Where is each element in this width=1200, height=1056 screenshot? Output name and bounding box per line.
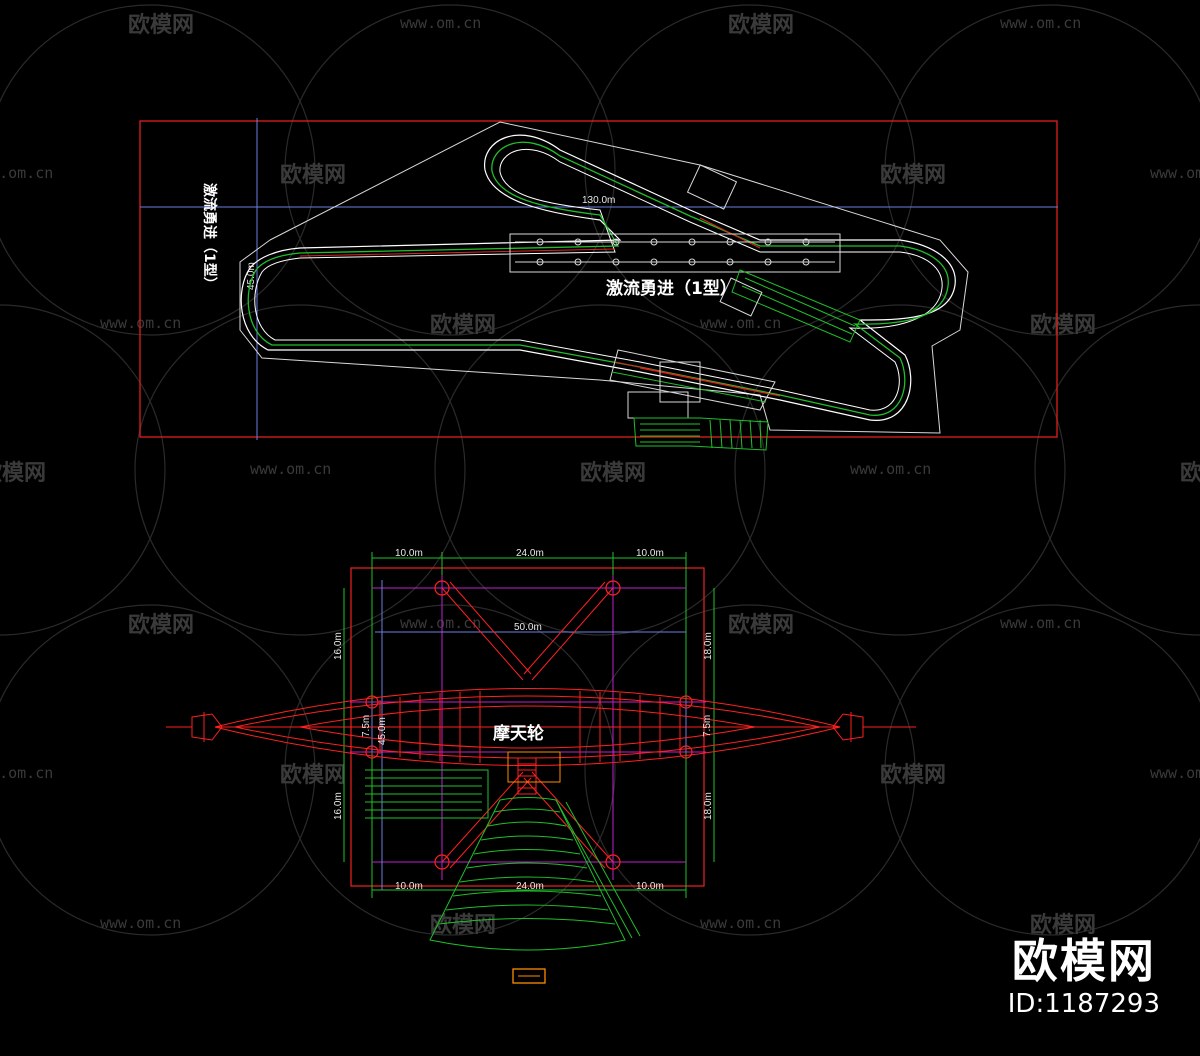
orange-legend-box (512, 968, 546, 984)
watermark-url: www.om.cn (700, 314, 781, 332)
watermark-url: www.om.cn (0, 164, 53, 182)
watermark-layer: 欧模网 欧模网 欧模网 欧模网 欧模网 欧模网 欧模网 欧模网 欧模网 欧模网 … (0, 4, 1200, 938)
watermark-brand: 欧模网 (430, 312, 496, 338)
watermark-url-texts: www.om.cn www.om.cn www.om.cn www.om.cn … (0, 14, 1200, 932)
hub-stair (517, 757, 537, 795)
dim-overall: 50.0m (514, 622, 542, 633)
boarding-platform (507, 751, 561, 783)
watermark-url: www.om.cn (250, 460, 331, 478)
watermark-url: www.om.cn (400, 14, 481, 32)
dim-left-upper: 16.0m (333, 632, 344, 660)
dim-right-inner: 7.5m (702, 715, 713, 737)
watermark-brand: 欧模网 (128, 12, 194, 38)
watermark-arcs (0, 4, 1200, 936)
channel-inner-edge (254, 148, 943, 411)
watermark-brand: 欧模网 (280, 762, 346, 788)
watermark-url: www.om.cn (100, 914, 181, 932)
dim-bottom-mid: 24.0m (516, 881, 544, 892)
watermark-url: www.om.cn (1150, 764, 1200, 782)
dim-right-upper: 18.0m (703, 632, 714, 660)
dim-left-lower: 16.0m (333, 792, 344, 820)
drop-section (609, 349, 776, 419)
ferris-wheel-plan: 10.0m 24.0m 10.0m 50.0m 10.0m 24.0m 10.0… (166, 548, 916, 984)
watermark-brand: 欧模网 (728, 612, 794, 638)
watermark-url: www.om.cn (0, 764, 53, 782)
lift-conveyor (731, 269, 861, 343)
axle-end-left (166, 712, 223, 742)
dim-top-left: 10.0m (395, 548, 423, 559)
track-centreline (247, 141, 949, 416)
dim-top-right: 10.0m (636, 548, 664, 559)
channel-outer-edge (240, 134, 956, 421)
watermark-brand: 欧模网 (1180, 460, 1200, 486)
ride-title-log-flume: 激流勇进（1型） (606, 278, 737, 299)
watermark-brand: 欧模网 (880, 762, 946, 788)
stairs-green (633, 417, 769, 451)
dim-bottom-right: 10.0m (636, 881, 664, 892)
ride-title-ferris-wheel: 摩天轮 (493, 723, 544, 744)
watermark-url: www.om.cn (1000, 614, 1081, 632)
station-platform (509, 233, 841, 273)
fan-steps (429, 797, 641, 951)
axle-end-right (832, 712, 916, 742)
watermark-brand: 欧模网 (580, 460, 646, 486)
site-envelope (239, 121, 969, 434)
watermark-url: www.om.cn (400, 614, 481, 632)
brand-badge: 欧模网 ID:1187293 (1008, 934, 1160, 1020)
dim-right-lower: 18.0m (703, 792, 714, 820)
dim-top-mid: 24.0m (516, 548, 544, 559)
ride-title-vertical: 激流勇进（1型） (201, 183, 218, 291)
watermark-url: www.om.cn (700, 914, 781, 932)
watermark-brand: 欧模网 (1030, 912, 1096, 938)
watermark-brand: 欧模网 (430, 912, 496, 938)
wheel-rim (214, 688, 841, 766)
brand-id: ID:1187293 (1007, 989, 1160, 1019)
watermark-brand: 欧模网 (128, 612, 194, 638)
watermark-brand: 欧模网 (0, 460, 46, 486)
site-boundary (139, 120, 1058, 438)
dimension-width-label: 45.0m (246, 262, 257, 290)
dim-left-inner: 7.5m (361, 715, 372, 737)
watermark-brand-texts: 欧模网 欧模网 欧模网 欧模网 欧模网 欧模网 欧模网 欧模网 欧模网 欧模网 … (0, 12, 1200, 938)
dim-bottom-left: 10.0m (395, 881, 423, 892)
queue-lines (365, 769, 489, 819)
watermark-brand: 欧模网 (1030, 312, 1096, 338)
dim-left-inner2: 45.0m (377, 717, 388, 745)
watermark-url: www.om.cn (850, 460, 931, 478)
watermark-url: www.om.cn (1150, 164, 1200, 182)
watermark-brand: 欧模网 (280, 162, 346, 188)
station-markers (515, 238, 835, 266)
watermark-brand: 欧模网 (728, 12, 794, 38)
lift-boxes (686, 164, 763, 317)
watermark-brand: 欧模网 (880, 162, 946, 188)
watermark-url: www.om.cn (1000, 14, 1081, 32)
log-flume-plan: 130.0m 45.0m (139, 118, 1058, 451)
dimension-length-label: 130.0m (582, 195, 615, 206)
brand-name: 欧模网 (1011, 934, 1156, 988)
